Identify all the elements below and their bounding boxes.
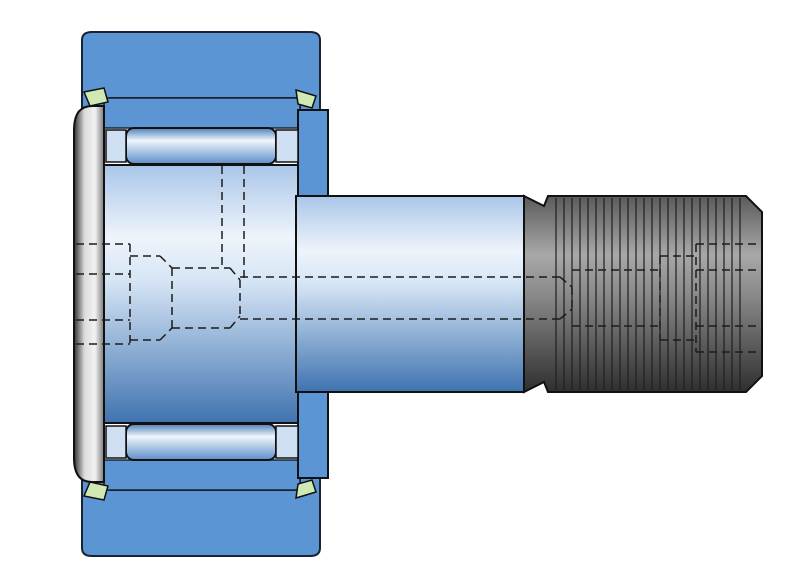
seal-bottom-left: [82, 481, 109, 501]
cage-right-bottom: [275, 425, 299, 459]
seal-bottom-right: [295, 479, 317, 500]
outer-raceway-top: [103, 97, 301, 129]
seal-top-left: [82, 87, 109, 107]
stud-body: [99, 164, 301, 424]
thread-lines: [555, 198, 741, 390]
outer-raceway-bottom: [103, 459, 301, 491]
cage-right-top: [275, 129, 299, 163]
side-flange-top: [297, 109, 329, 197]
threaded-section: [523, 194, 763, 394]
needle-roller-top: [125, 127, 277, 165]
side-flange-bottom: [297, 391, 329, 479]
cage-left-bottom: [105, 425, 127, 459]
needle-roller-bottom: [125, 423, 277, 461]
stud-shaft: [295, 195, 525, 393]
seal-top-right: [295, 88, 317, 109]
hidden-lines: [76, 166, 760, 353]
thrust-washer: [73, 105, 105, 483]
cage-left-top: [105, 129, 127, 163]
